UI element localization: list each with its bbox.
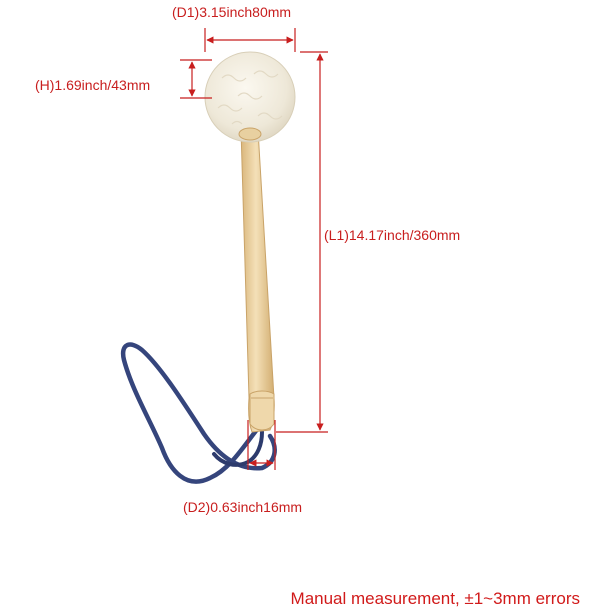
d2-label: (D2)0.63inch16mm xyxy=(183,499,303,515)
h-dimension xyxy=(180,59,212,99)
mallet-shaft xyxy=(240,129,275,433)
d1-label: (D1)3.15inch80mm xyxy=(172,4,292,20)
l1-dimension xyxy=(276,51,328,433)
length-label: (L1)14.17inch/360mm xyxy=(324,227,461,243)
d1-dimension xyxy=(204,28,296,52)
cord-loop xyxy=(120,342,277,484)
height-label: (H)1.69inch/43mm xyxy=(35,77,151,93)
handle-grip-end xyxy=(249,390,275,431)
cord-strand xyxy=(212,430,264,467)
d2-dimension xyxy=(247,420,276,470)
measurement-disclaimer: Manual measurement, ±1~3mm errors xyxy=(290,589,580,608)
felt-texture xyxy=(217,70,283,125)
